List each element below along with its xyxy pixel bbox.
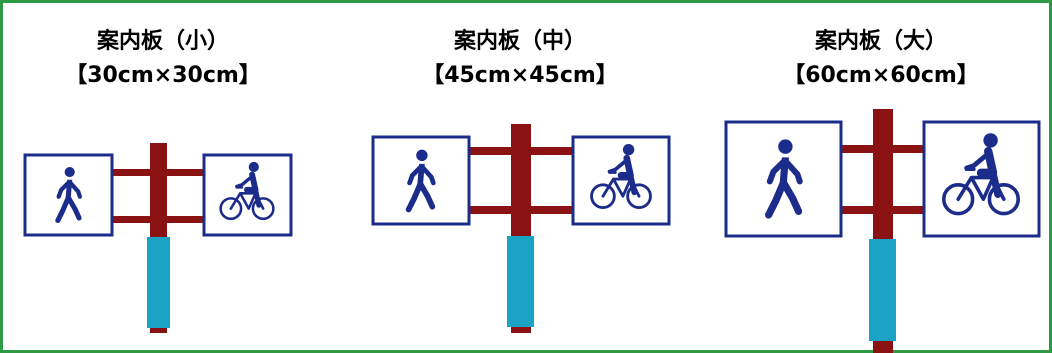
signboard-medium-title: 案内板（中） xyxy=(453,29,586,54)
bicycle-icon xyxy=(590,143,652,210)
signboard-medium-panel: 案内板（中） 【45cm×45cm】 xyxy=(355,3,685,350)
pole-base xyxy=(869,239,896,341)
signboard-small-title: 案内板（小） xyxy=(96,29,229,54)
signboard-small-panel: 案内板（小） 【30cm×30cm】 xyxy=(3,3,333,350)
signboard-medium-size: 【45cm×45cm】 xyxy=(422,63,618,88)
pole-base xyxy=(147,237,170,328)
signboard-large-illustration xyxy=(724,109,1041,353)
signboard-small-size: 【30cm×30cm】 xyxy=(65,63,261,88)
sign-bicycle xyxy=(202,153,293,237)
pedestrian-icon xyxy=(405,149,436,213)
bicycle-icon xyxy=(941,133,1021,216)
signboard-large-panel: 案内板（大） 【60cm×60cm】 xyxy=(713,3,1049,353)
signboard-small-illustration xyxy=(23,143,293,333)
signboard-medium-illustration xyxy=(371,124,671,333)
pedestrian-icon xyxy=(55,166,83,224)
signboard-large-size: 【60cm×60cm】 xyxy=(783,63,979,88)
pedestrian-icon xyxy=(764,139,803,219)
signboard-large-title: 案内板（大） xyxy=(814,29,947,54)
pole-base xyxy=(507,236,534,327)
bicycle-icon xyxy=(219,161,275,221)
